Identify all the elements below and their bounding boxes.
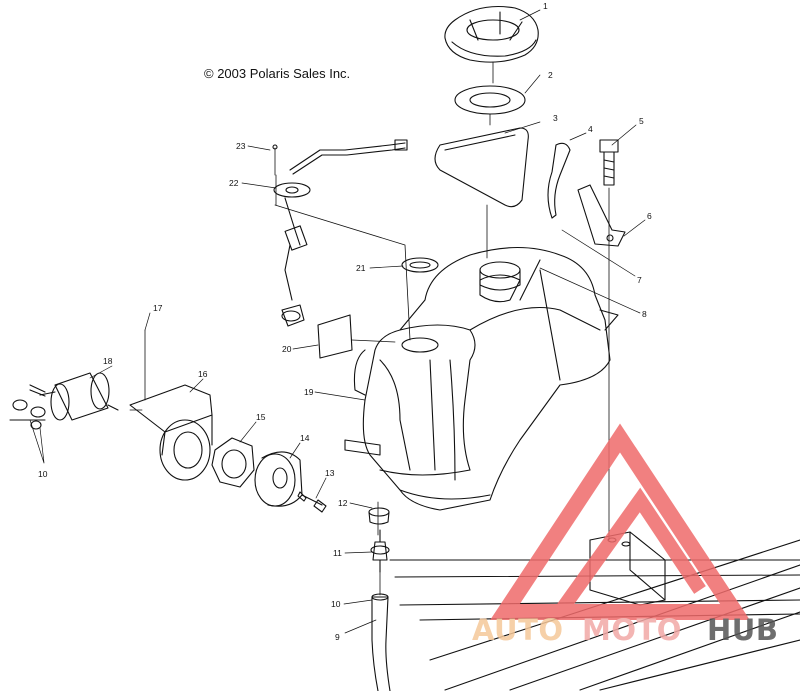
grommet <box>368 507 390 525</box>
watermark-logo: AUTO MOTO HUB <box>472 423 778 647</box>
callout-6: 6 <box>647 211 652 221</box>
callout-23: 23 <box>236 141 246 151</box>
hose-clamps <box>9 399 46 430</box>
vent-hose <box>547 142 571 219</box>
gasket-ring <box>454 85 526 115</box>
callout-4: 4 <box>588 124 593 134</box>
callout-2: 2 <box>548 70 553 80</box>
tank-pad <box>434 127 529 208</box>
callout-21: 21 <box>356 263 366 273</box>
callout-11: 11 <box>333 548 342 558</box>
callout-20: 20 <box>282 344 292 354</box>
fuel-hose <box>371 593 391 692</box>
callout-1: 1 <box>543 1 548 11</box>
fuel-filter <box>29 372 119 421</box>
watermark-moto: MOTO <box>582 613 682 647</box>
callout-9: 9 <box>335 632 340 642</box>
callout-13: 13 <box>325 468 335 478</box>
callout-19: 19 <box>304 387 314 397</box>
callout-labels: 1 2 3 4 5 6 7 8 9 10 10 11 12 13 14 15 1… <box>38 1 652 642</box>
filter-bracket <box>129 384 213 481</box>
callout-5: 5 <box>639 116 644 126</box>
callout-16: 16 <box>198 369 208 379</box>
watermark-auto: AUTO <box>472 613 564 647</box>
decal <box>317 314 353 359</box>
callout-14: 14 <box>300 433 310 443</box>
callout-15: 15 <box>256 412 266 422</box>
callout-12: 12 <box>338 498 348 508</box>
callout-8: 8 <box>642 309 647 319</box>
assembly-lines <box>129 61 610 596</box>
callout-18: 18 <box>103 356 113 366</box>
fuel-tank <box>344 246 619 511</box>
pump-housing <box>254 451 303 507</box>
callout-3: 3 <box>553 113 558 123</box>
callout-22: 22 <box>229 178 239 188</box>
fuel-cap <box>444 5 539 63</box>
copyright-notice: © 2003 Polaris Sales Inc. <box>204 66 351 81</box>
mount-bolt <box>599 139 619 186</box>
watermark-hub: HUB <box>707 613 778 647</box>
mount-bracket <box>577 184 626 247</box>
fuel-level-sender <box>272 139 408 327</box>
callout-17: 17 <box>153 303 163 313</box>
leader-lines <box>29 9 646 634</box>
frame-rails <box>389 539 800 691</box>
sender-gasket <box>401 257 439 273</box>
retainer-ring <box>211 437 255 488</box>
screw <box>297 491 327 513</box>
callout-10-hose: 10 <box>331 599 341 609</box>
callout-7: 7 <box>637 275 642 285</box>
valve <box>370 529 390 573</box>
callout-10-left: 10 <box>38 469 48 479</box>
